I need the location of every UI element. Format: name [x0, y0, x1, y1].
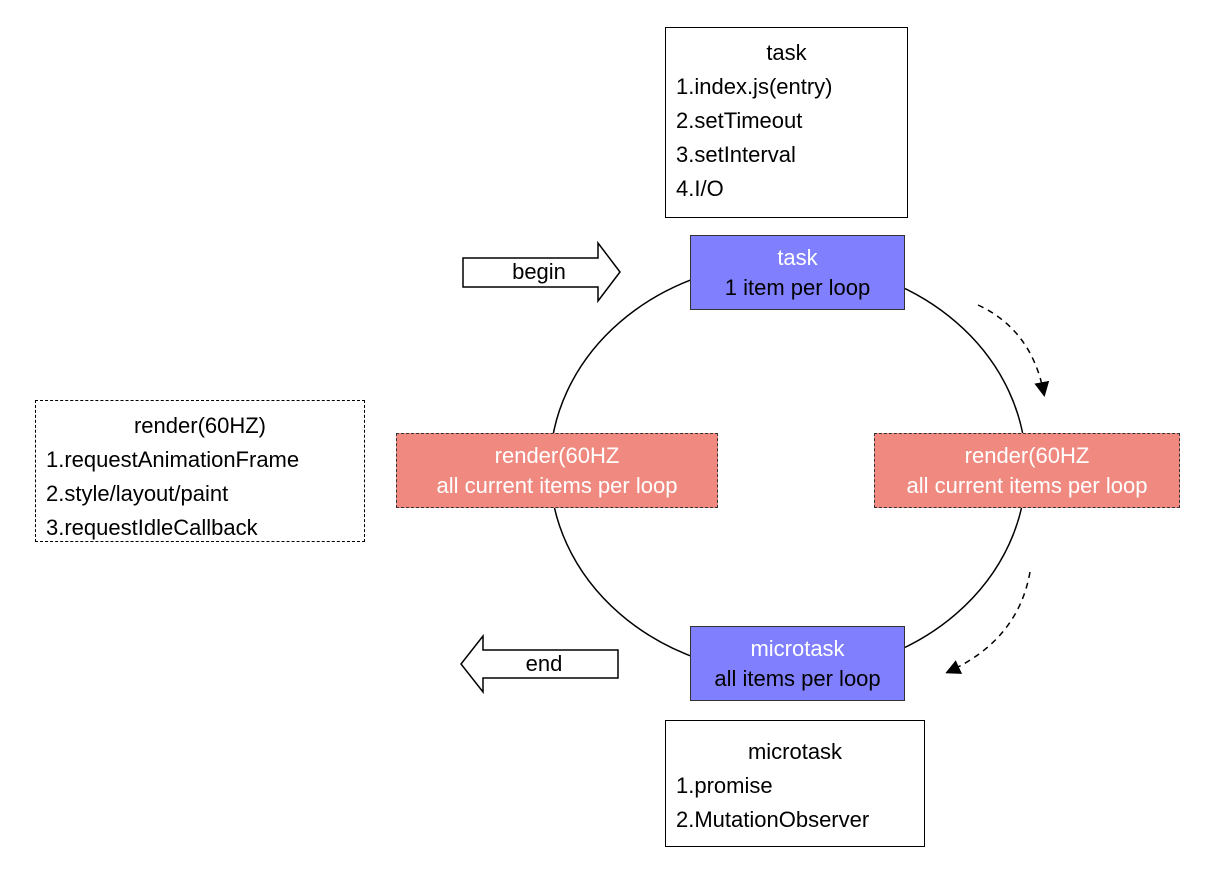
task-node-title: task — [777, 244, 818, 270]
render-step-item: 2.style/layout/paint — [46, 481, 229, 506]
end-arrow-shape — [460, 633, 619, 695]
begin-label: begin — [512, 259, 566, 284]
render-step-item: 1.requestAnimationFrame — [46, 447, 300, 472]
task-source-item: 1.index.js(entry) — [676, 74, 833, 99]
render-node-left-title: render(60HZ — [494, 442, 620, 468]
flow-arrow-top — [977, 304, 1050, 397]
render-node-right-subtitle: all current items per loop — [906, 472, 1148, 498]
render-node-left: render(60HZ all current items per loop — [396, 433, 718, 508]
render-steps-title: render(60HZ) — [133, 413, 267, 438]
microtask-sources-box: microtask 1.promise 2.MutationObserver — [665, 720, 925, 847]
microtask-sources-title: microtask — [747, 739, 843, 764]
microtask-node-title: microtask — [750, 635, 845, 661]
render-node-left-subtitle: all current items per loop — [436, 472, 678, 498]
end-label: end — [525, 651, 563, 676]
microtask-source-item: 2.MutationObserver — [676, 807, 870, 832]
render-step-item: 3.requestIdleCallback — [46, 515, 258, 540]
task-sources-box: task 1.index.js(entry) 2.setTimeout 3.se… — [665, 27, 908, 218]
task-node-subtitle: 1 item per loop — [724, 274, 871, 300]
task-node: task 1 item per loop — [690, 235, 905, 310]
task-sources-title: task — [766, 40, 807, 65]
microtask-source-item: 1.promise — [676, 773, 773, 798]
task-source-item: 3.setInterval — [676, 142, 796, 167]
render-node-right: render(60HZ all current items per loop — [874, 433, 1180, 508]
microtask-node-subtitle: all items per loop — [714, 665, 881, 691]
render-steps-box: render(60HZ) 1.requestAnimationFrame 2.s… — [35, 400, 365, 542]
flow-arrow-bottom — [945, 571, 1031, 674]
render-node-right-title: render(60HZ — [964, 442, 1090, 468]
begin-arrow-shape — [462, 240, 621, 304]
task-source-item: 4.I/O — [676, 176, 724, 201]
microtask-node: microtask all items per loop — [690, 626, 905, 701]
task-source-item: 2.setTimeout — [676, 108, 803, 133]
